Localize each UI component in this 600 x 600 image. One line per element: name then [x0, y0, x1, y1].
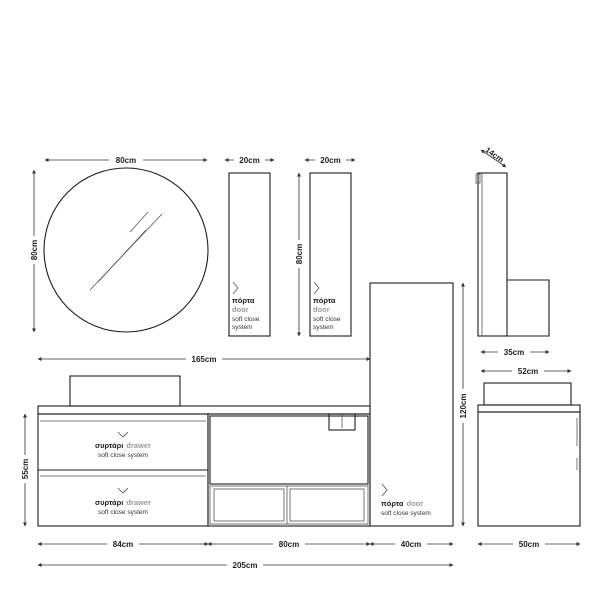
seg-mid-label: 80cm — [279, 540, 299, 549]
seg-right-label: 40cm — [401, 540, 421, 549]
middle-drawer — [209, 415, 369, 485]
middle-cabinet — [207, 413, 371, 527]
mirror-width-dimension: 80cm — [44, 154, 208, 166]
cab1-label-en: door — [232, 305, 249, 314]
total-width-dimension: 205cm — [37, 559, 454, 571]
basin — [69, 375, 181, 407]
chevron-down-icon — [117, 431, 129, 438]
cab2-label-sub2: system — [313, 324, 334, 331]
wall-cabinet-2: πόρτα door soft close system — [309, 172, 352, 337]
top-width-label: 165cm — [192, 355, 217, 364]
side-depth-top-dimension: 14cm — [480, 145, 507, 168]
cab1-label-sub2: system — [232, 324, 253, 331]
cab1-label-gr: πόρτα — [232, 296, 255, 305]
side-basin — [483, 382, 572, 406]
cab2-label-gr: πόρτα — [313, 296, 336, 305]
cabinet1-width-label: 20cm — [239, 156, 259, 165]
round-mirror — [43, 167, 209, 333]
side-base-width-label: 50cm — [519, 540, 539, 549]
total-width-label: 205cm — [233, 561, 258, 570]
side-depth-mid-dimension: 35cm — [480, 346, 550, 358]
cab1-label-sub1: soft close — [232, 316, 260, 323]
side-cabinet — [477, 411, 581, 527]
cabinet1-width-dimension: 20cm — [224, 154, 275, 166]
top-width-dimension: 165cm — [37, 353, 371, 365]
column-height-label: 120cm — [459, 394, 468, 419]
side-depth-top-label: 14cm — [483, 145, 505, 164]
cabinet2-height-dimension: 80cm — [293, 172, 305, 337]
mirror-reflection-line — [129, 211, 149, 233]
seg-left-label: 84cm — [113, 540, 133, 549]
cabinet2-width-dimension: 20cm — [304, 154, 356, 166]
cab2-label-sub1: soft close — [313, 316, 341, 323]
side-countertop — [477, 404, 581, 413]
chevron-right-icon — [313, 281, 320, 295]
column-door-sub: soft close system — [381, 510, 431, 517]
drawer-bottom-sub: soft close system — [98, 509, 148, 516]
mirror-height-dimension: 80cm — [28, 169, 40, 333]
tall-column — [369, 282, 454, 527]
side-view-upper — [475, 172, 550, 337]
column-height-dimension: 120cm — [457, 282, 469, 527]
mirror-width-label: 80cm — [116, 156, 136, 165]
side-view-base — [477, 382, 581, 527]
cabinet2-height-label: 80cm — [295, 244, 304, 264]
cabinet2-width-label: 20cm — [320, 156, 340, 165]
mirror-height-label: 80cm — [30, 240, 39, 260]
side-depth-base-label: 52cm — [518, 367, 538, 376]
base-height-dimension: 55cm — [19, 413, 31, 527]
side-base-width-dimension: 50cm — [477, 538, 581, 550]
open-shelf — [209, 485, 369, 525]
drawer-top-sub: soft close system — [98, 452, 148, 459]
cab2-label-en: door — [313, 305, 330, 314]
chevron-right-icon — [381, 483, 388, 497]
mirror-reflection-line — [89, 213, 163, 291]
chevron-down-icon — [117, 487, 129, 494]
side-depth-base-dimension: 52cm — [480, 365, 572, 377]
chevron-right-icon — [232, 281, 239, 295]
base-height-label: 55cm — [21, 459, 30, 479]
wall-cabinet-1: πόρτα door soft close system — [228, 172, 271, 337]
side-depth-mid-label: 35cm — [504, 348, 524, 357]
segment-dimensions: 84cm 80cm 40cm — [37, 538, 454, 550]
countertop — [37, 405, 371, 415]
